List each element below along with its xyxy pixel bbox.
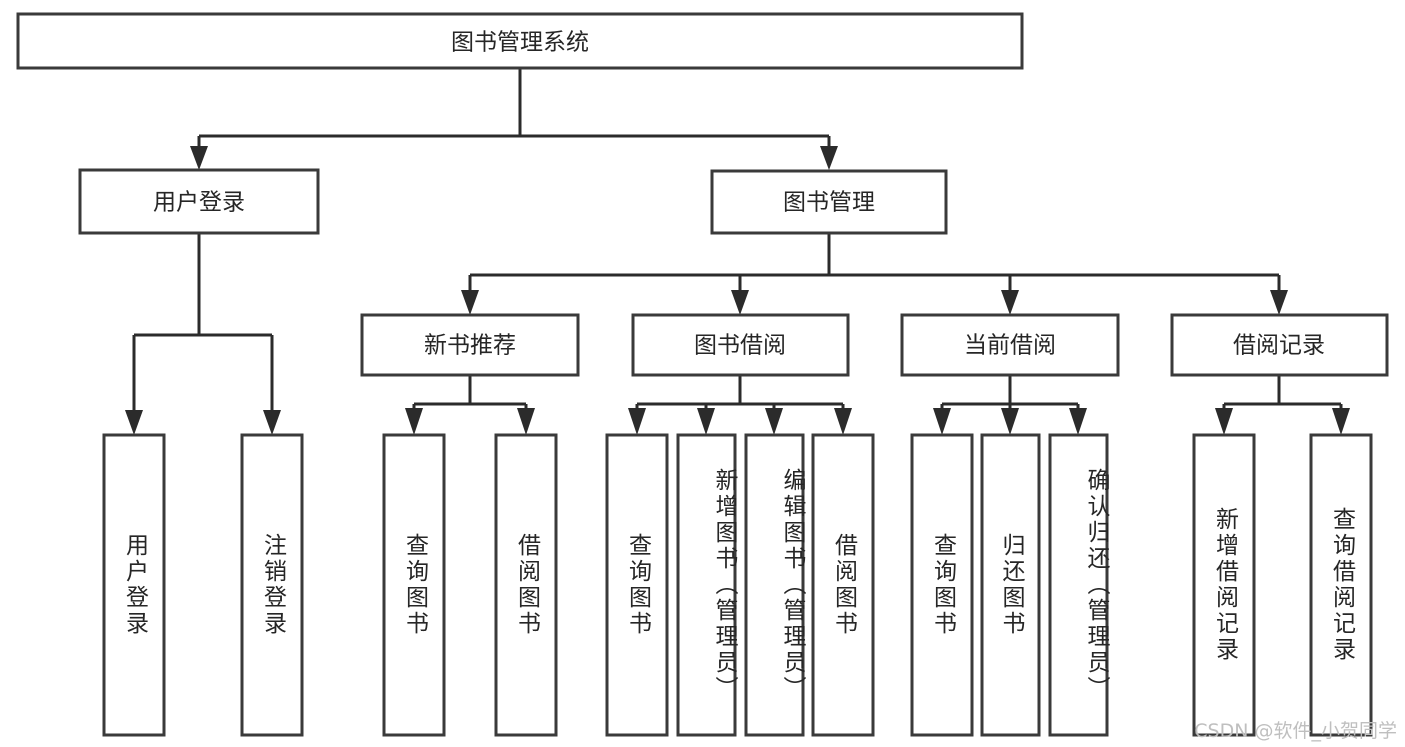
node-box-book-borrow[interactable] [631,313,850,377]
arrowhead-borrow-record [1270,290,1288,315]
node-box-leaf-query-book-1[interactable] [382,433,446,737]
connector-group-book-management [461,233,1288,315]
node-box-leaf-query-record[interactable] [1309,433,1373,737]
connector-group-borrow-record [1215,375,1350,435]
node-box-current-borrow[interactable] [900,313,1120,377]
arrowhead-leaf-user-login [125,410,143,435]
node-label-book-management: 图书管理 [783,190,875,216]
node-label-current-borrow: 当前借阅 [964,333,1056,359]
arrowhead-leaf-edit-book [765,408,783,435]
arrowhead-leaf-add-record [1215,408,1233,435]
node-box-root[interactable] [16,12,1024,70]
arrowhead-user-login [190,146,208,170]
connector-group-root [190,68,838,170]
node-box-leaf-return-book[interactable] [980,433,1041,737]
node-box-new-book-recommend[interactable] [360,313,580,377]
node-box-book-management[interactable] [710,169,948,235]
arrowhead-leaf-return-book [1001,408,1019,435]
node-box-leaf-confirm-return[interactable] [1048,433,1109,737]
arrowhead-leaf-add-book [697,408,715,435]
arrowhead-leaf-user-logout [263,410,281,435]
node-box-leaf-borrow-book-1[interactable] [494,433,558,737]
node-box-leaf-edit-book[interactable] [744,433,805,737]
node-box-leaf-add-book[interactable] [676,433,737,737]
connector-group-new-book-recommend [405,375,535,435]
arrowhead-book-borrow [731,290,749,315]
arrowhead-leaf-query-book-1 [405,408,423,435]
node-box-leaf-borrow-book-2[interactable] [811,433,875,737]
node-label-borrow-record: 借阅记录 [1233,333,1325,359]
node-label-book-borrow: 图书借阅 [694,333,786,359]
arrowhead-leaf-borrow-book-1 [517,408,535,435]
arrowhead-current-borrow [1001,290,1019,315]
arrowhead-leaf-query-record [1332,408,1350,435]
arrowhead-book-management [820,146,838,170]
arrowhead-leaf-query-book-2 [628,408,646,435]
connector-group-current-borrow [933,375,1087,435]
node-box-leaf-query-book-2[interactable] [605,433,669,737]
node-box-borrow-record[interactable] [1170,313,1389,377]
connector-group-user-login [125,233,281,435]
node-label-user-login: 用户登录 [153,190,245,216]
node-label-root: 图书管理系统 [451,30,589,56]
node-box-leaf-user-logout[interactable] [240,433,304,737]
arrowhead-leaf-confirm-return [1069,408,1087,435]
node-box-leaf-add-record[interactable] [1192,433,1256,737]
connector-group-book-borrow [628,375,852,435]
arrowhead-new-book-recommend [461,290,479,315]
arrowhead-leaf-borrow-book-2 [834,408,852,435]
node-label-new-book-recommend: 新书推荐 [424,333,516,359]
node-box-user-login[interactable] [78,168,320,235]
node-box-leaf-user-login[interactable] [102,433,166,737]
arrowhead-leaf-query-book-3 [933,408,951,435]
node-box-leaf-query-book-3[interactable] [910,433,974,737]
